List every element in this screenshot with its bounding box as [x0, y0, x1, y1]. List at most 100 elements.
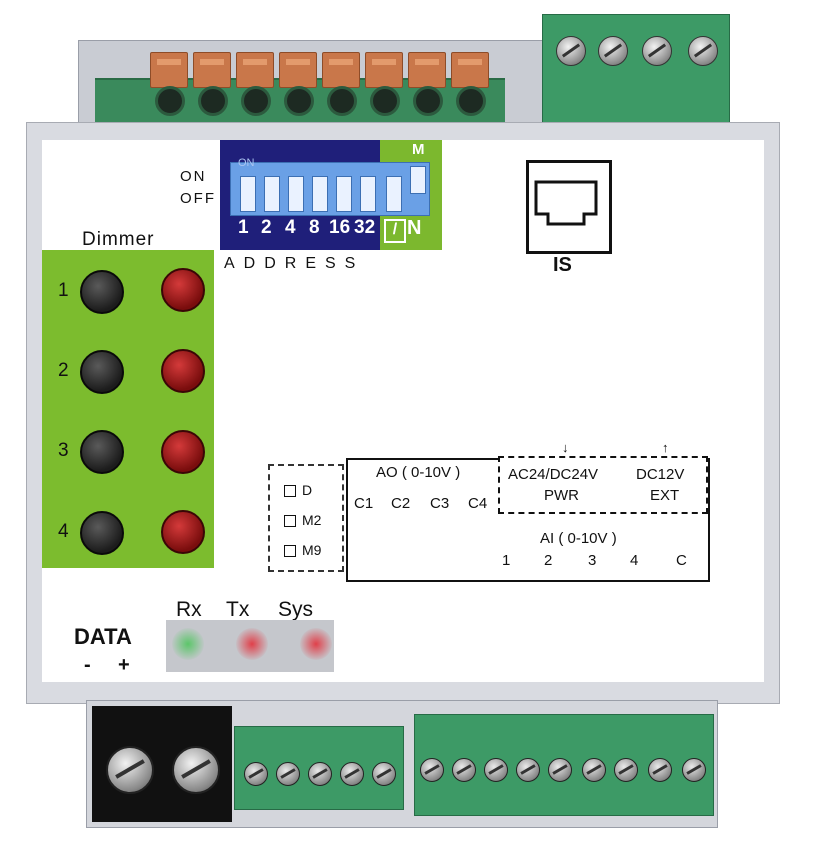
dip-key-1[interactable] [240, 176, 256, 212]
dip-on-label: ON [180, 168, 207, 185]
dip-key-4[interactable] [288, 176, 304, 212]
dip-number: 1 [238, 217, 249, 238]
dip-number: 32 [354, 217, 376, 238]
dip-key-mode[interactable] [410, 166, 426, 194]
terminal-hole[interactable] [198, 86, 228, 116]
port-label: IS [553, 254, 572, 276]
dip-off-label: OFF [180, 190, 216, 207]
terminal-screw[interactable] [244, 762, 268, 786]
status-tx-label: Tx [226, 598, 250, 621]
power-pwr-label: PWR [544, 487, 579, 504]
terminal-screw[interactable] [372, 762, 396, 786]
dimmer-button-4[interactable] [80, 511, 124, 555]
dimmer-led-3 [161, 430, 205, 474]
terminal-lever[interactable] [322, 52, 360, 88]
arrow-down-icon: ↓ [562, 440, 569, 455]
ao-channel-label: C4 [468, 495, 488, 512]
status-tx-led [236, 628, 268, 660]
terminal-lever[interactable] [150, 52, 188, 88]
dimmer-led-1 [161, 268, 205, 312]
terminal-screw[interactable] [598, 36, 628, 66]
terminal-screw[interactable] [582, 758, 606, 782]
mode-selector-box [268, 464, 344, 572]
dip-key-32[interactable] [360, 176, 376, 212]
dip-m-label: M [412, 141, 425, 158]
terminal-screw[interactable] [340, 762, 364, 786]
ai-channel-label: 3 [588, 552, 597, 569]
mode-option[interactable]: D [284, 482, 312, 498]
terminal-screw[interactable] [548, 758, 572, 782]
terminal-screw[interactable] [276, 762, 300, 786]
dip-number: 4 [285, 217, 296, 238]
terminal-hole[interactable] [155, 86, 185, 116]
power-dc-label: DC12V [636, 466, 685, 483]
terminal-screw[interactable] [648, 758, 672, 782]
terminal-hole[interactable] [413, 86, 443, 116]
status-sys-label: Sys [278, 598, 314, 621]
dimmer-button-1[interactable] [80, 270, 124, 314]
dimmer-channel-number: 4 [58, 521, 69, 542]
status-rx-led [172, 628, 204, 660]
terminal-screw[interactable] [614, 758, 638, 782]
terminal-lever[interactable] [365, 52, 403, 88]
dimmer-button-2[interactable] [80, 350, 124, 394]
dip-key-16[interactable] [336, 176, 352, 212]
address-label: ADDRESS [224, 255, 365, 272]
mode-option-label: D [302, 482, 313, 498]
terminal-lever[interactable] [279, 52, 317, 88]
data-terminal-screw[interactable] [172, 746, 220, 794]
terminal-screw[interactable] [420, 758, 444, 782]
status-sys-led [300, 628, 332, 660]
rj45-socket-icon [534, 180, 598, 226]
data-port-label: DATA [74, 624, 132, 649]
power-terminal-block [542, 14, 730, 134]
terminal-screw[interactable] [642, 36, 672, 66]
dimmer-title: Dimmer [82, 229, 155, 250]
terminal-hole[interactable] [241, 86, 271, 116]
dip-key-2[interactable] [264, 176, 280, 212]
mode-option[interactable]: M2 [284, 512, 321, 528]
dip-number: 2 [261, 217, 272, 238]
terminal-hole[interactable] [284, 86, 314, 116]
arrow-up-icon: ↑ [662, 440, 669, 455]
terminal-hole[interactable] [370, 86, 400, 116]
dip-slash-label: / [384, 219, 406, 243]
terminal-lever[interactable] [408, 52, 446, 88]
mode-option[interactable]: M9 [284, 542, 321, 558]
dimmer-led-4 [161, 510, 205, 554]
dip-key-8[interactable] [312, 176, 328, 212]
terminal-screw[interactable] [688, 36, 718, 66]
data-terminal-screw[interactable] [106, 746, 154, 794]
power-ac-label: AC24/DC24V [508, 466, 599, 483]
terminal-hole[interactable] [327, 86, 357, 116]
mode-option-label: M9 [302, 542, 322, 558]
terminal-lever[interactable] [193, 52, 231, 88]
dimmer-button-3[interactable] [80, 430, 124, 474]
checkbox-icon [284, 515, 296, 528]
terminal-screw[interactable] [556, 36, 586, 66]
terminal-screw[interactable] [484, 758, 508, 782]
dimmer-channel-number: 1 [58, 280, 69, 301]
dip-n-label: N [407, 217, 422, 239]
ao-channel-label: C1 [354, 495, 374, 512]
dimmer-led-2 [161, 349, 205, 393]
data-minus-label: - [84, 654, 91, 676]
power-ext-label: EXT [650, 487, 680, 504]
ao-channel-label: C3 [430, 495, 450, 512]
ao-channel-label: C2 [391, 495, 411, 512]
terminal-lever[interactable] [451, 52, 489, 88]
rj45-port[interactable] [526, 160, 612, 254]
terminal-hole[interactable] [456, 86, 486, 116]
terminal-screw[interactable] [516, 758, 540, 782]
terminal-screw[interactable] [682, 758, 706, 782]
ai-title: AI ( 0-10V ) [540, 530, 617, 547]
dip-on-faint-label: ON [238, 157, 255, 169]
terminal-screw[interactable] [452, 758, 476, 782]
ai-channel-label: 4 [630, 552, 639, 569]
terminal-lever[interactable] [236, 52, 274, 88]
status-rx-label: Rx [176, 598, 202, 621]
terminal-screw[interactable] [308, 762, 332, 786]
power-label-box [498, 456, 708, 514]
dip-key-slash[interactable] [386, 176, 402, 212]
checkbox-icon [284, 545, 296, 558]
